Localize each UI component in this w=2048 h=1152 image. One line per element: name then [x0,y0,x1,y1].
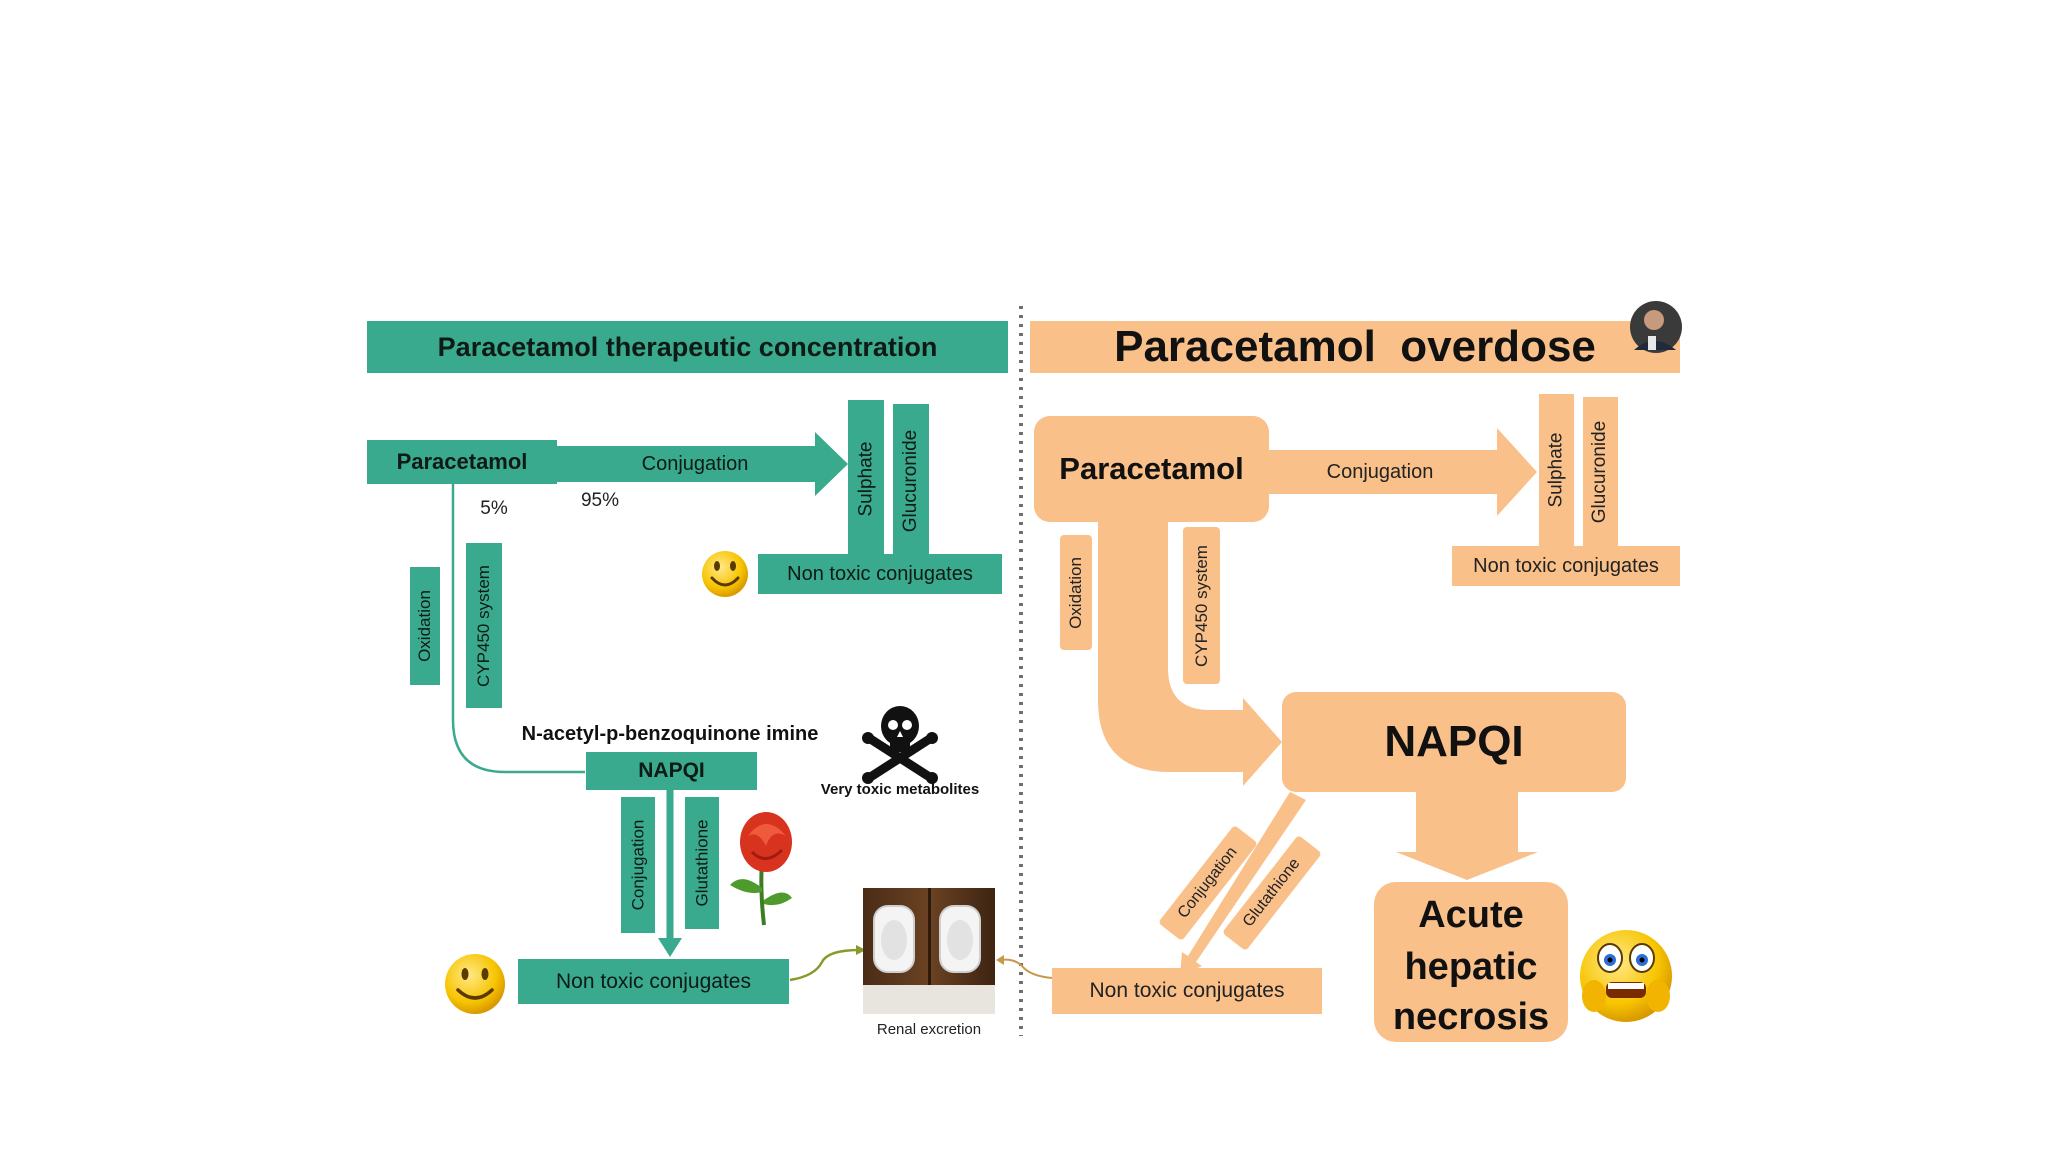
right-diagonal-arrow [1180,792,1306,976]
right-conjugation-label: Conjugation [1326,460,1434,483]
left-glutathione-label: Glutathione [692,819,712,907]
right-title: Paracetamol overdose [1114,322,1596,371]
left-glucuronide-label: Glucuronide [900,429,922,533]
left-oxidation-bar [410,567,440,685]
left-glutathione-bar [685,797,719,929]
right-oxidation-bar [1060,535,1092,650]
right-glutathione-diag-bar [1223,836,1321,950]
left-glucuronide-bar [893,404,929,558]
left-napqi-box [586,752,757,790]
right-napqi-box [1282,692,1626,792]
right-napqi-label: NAPQI [1384,717,1524,766]
left-non-toxic-bottom-label: Non toxic conjugates [556,969,751,993]
left-non-toxic-top-label: Non toxic conjugates [787,562,973,585]
right-non-toxic-bottom-box [1052,968,1322,1014]
left-title-bar [367,321,1008,373]
right-cyp450-bar [1183,527,1220,684]
right-oxidation-flow [1098,520,1282,786]
left-95-percent: 95% [580,490,620,511]
left-paracetamol-label: Paracetamol [396,449,528,474]
necrosis-line-3: necrosis [1392,995,1550,1038]
left-paracetamol-box [367,440,557,484]
smiley-icon-bottom [445,954,505,1014]
right-glucuronide-label: Glucuronide [1589,420,1611,523]
right-conjugation-diag-bar [1159,826,1257,940]
left-napqi-fullname: N-acetyl-p-benzoquinone imine [521,722,819,745]
renal-connector [789,948,861,982]
right-non-toxic-top-label: Non toxic conjugates [1473,554,1659,577]
renal-excretion-label: Renal excretion [876,1020,982,1038]
left-oxidation-label: Oxidation [415,590,435,662]
right-cyp450-label: CYP450 system [1191,544,1211,667]
right-glucuronide-bar [1583,397,1618,546]
presenter-avatar-icon [1630,301,1682,353]
right-conjugation-arrow [1269,428,1537,516]
left-sulphate-bar [848,400,884,558]
scared-face-icon [1580,930,1672,1022]
left-napqi-label: NAPQI [638,759,705,782]
right-paracetamol-box [1034,416,1269,522]
right-sulphate-bar [1539,394,1574,546]
left-cyp450-label: CYP450 system [474,564,494,687]
left-conjugation-label: Conjugation [641,452,749,475]
very-toxic-label: Very toxic metabolites [820,780,980,798]
left-non-toxic-bottom-box [518,959,789,1004]
right-oxidation-label: Oxidation [1066,556,1086,629]
necrosis-line-2: hepatic [1404,945,1538,988]
right-non-toxic-top-box [1452,546,1680,586]
right-title-bar [1030,321,1680,373]
right-necrosis-arrow [1396,792,1538,880]
left-sulphate-label: Sulphate [855,441,877,517]
left-conjugation-arrow [557,432,848,496]
left-5-percent: 5% [480,498,508,519]
left-oxidation-path [451,484,585,774]
necrosis-line-1: Acute [1418,893,1524,936]
smiley-icon-top [702,551,748,597]
left-cyp450-bar [466,543,502,708]
skull-crossbones-icon [862,706,938,784]
left-non-toxic-top-box [758,554,1002,594]
right-necrosis-box [1374,882,1568,1042]
left-title: Paracetamol therapeutic concentration [437,331,938,362]
right-non-toxic-bottom-label: Non toxic conjugates [1089,979,1285,1002]
left-conjugation-v-label: Conjugation [628,819,647,911]
right-paracetamol-label: Paracetamol [1059,451,1244,486]
right-connector [999,958,1053,979]
rose-icon [730,812,792,926]
urinal-icon [863,888,995,1014]
left-conjugation-bar [621,797,655,933]
left-down-arrowhead [658,938,682,957]
right-sulphate-label: Sulphate [1545,432,1567,508]
